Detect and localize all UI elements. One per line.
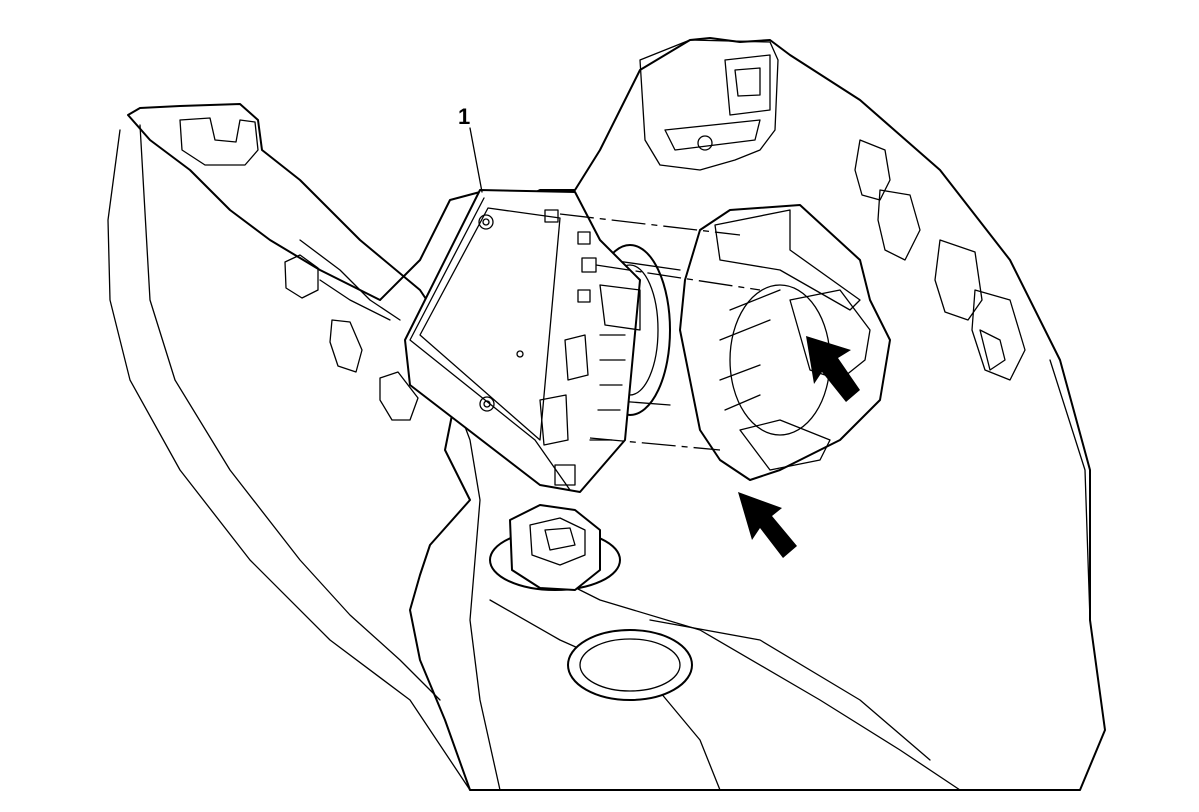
callout-number: 1 [458, 104, 470, 129]
callout-arrow-lower [738, 492, 797, 558]
callout-1: 1 [458, 104, 483, 193]
grommet [489, 504, 693, 701]
lock-cylinder-housing [679, 204, 891, 481]
assembly-lines [559, 213, 761, 451]
callout-arrow-upper [806, 336, 860, 402]
ignition-switch-module [404, 189, 641, 493]
